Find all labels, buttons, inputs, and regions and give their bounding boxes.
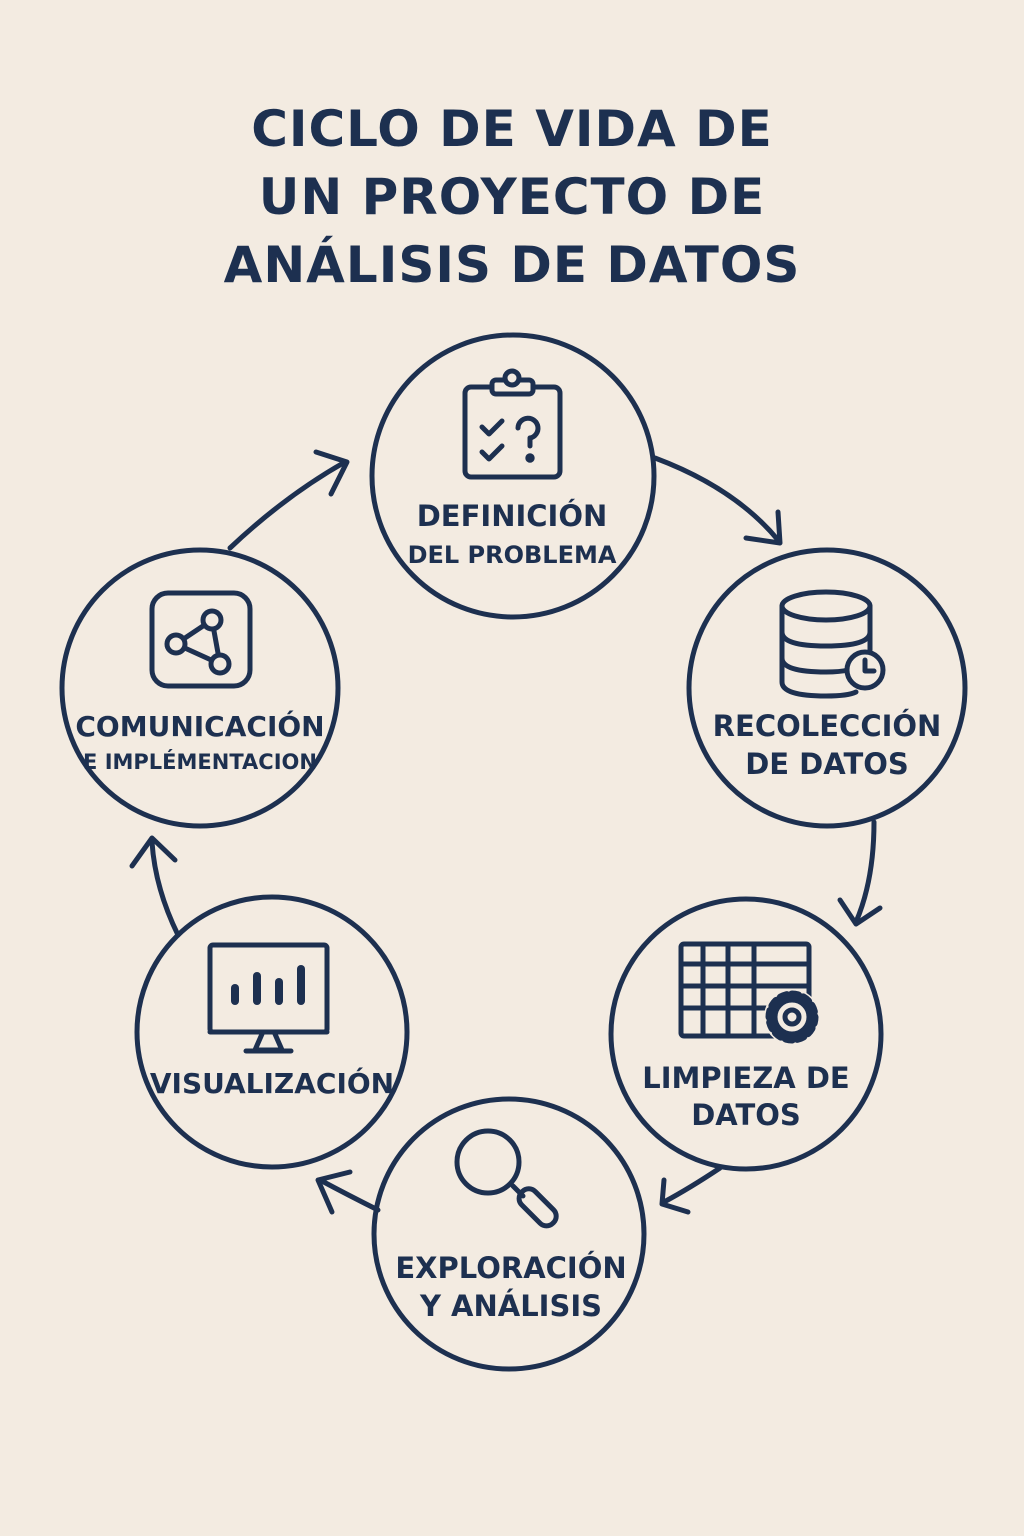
spreadsheet-gear-icon	[678, 941, 820, 1045]
arrow-exploration-to-visualization	[315, 1169, 381, 1215]
share-network-icon	[149, 590, 253, 689]
stage-label-visualization-line1: VISUALIZACIÓN	[150, 1066, 394, 1100]
stage-circle-communication	[59, 547, 341, 829]
stage-label-definition-line2: DEL PROBLEMA	[408, 541, 617, 569]
arrow-cleaning-to-exploration	[659, 1165, 723, 1215]
stage-label-communication-line2: E IMPLÉMENTACION	[83, 749, 317, 774]
stage-label-communication-line1: COMUNICACIÓN	[75, 709, 324, 743]
arrow-communication-to-definition	[227, 449, 350, 551]
monitor-bar-chart-icon	[207, 942, 330, 1054]
stage-circle-visualization	[134, 894, 410, 1170]
stage-label-exploration-line1: EXPLORACIÓN	[395, 1251, 626, 1285]
title-line-3: ANÁLISIS DE DATOS	[223, 236, 801, 294]
stage-label-collection-line2: DE DATOS	[745, 747, 909, 781]
stage-label-definition-line1: DEFINICIÓN	[417, 499, 608, 533]
arrow-visualization-to-communication	[129, 835, 181, 938]
database-clock-icon	[779, 589, 886, 699]
title-line-1: CICLO DE VIDA DE	[251, 100, 773, 158]
stage-label-cleaning-line2: DATOS	[691, 1098, 801, 1132]
stage-circle-exploration	[371, 1096, 647, 1372]
stage-circle-cleaning	[608, 896, 884, 1172]
stage-circle-collection	[686, 547, 968, 829]
magnifying-glass-icon	[454, 1128, 559, 1229]
stage-label-cleaning-line1: LIMPIEZA DE	[642, 1061, 849, 1095]
clipboard-checklist-icon	[462, 368, 563, 480]
stage-circle-definition	[369, 332, 657, 620]
arrow-collection-to-cleaning	[837, 819, 883, 927]
stage-label-collection-line1: RECOLECCIÓN	[713, 709, 942, 743]
stage-label-exploration-line2: Y ANÁLISIS	[419, 1289, 602, 1323]
title-line-2: UN PROYECTO DE	[258, 168, 766, 226]
arrow-definition-to-collection	[652, 455, 783, 546]
